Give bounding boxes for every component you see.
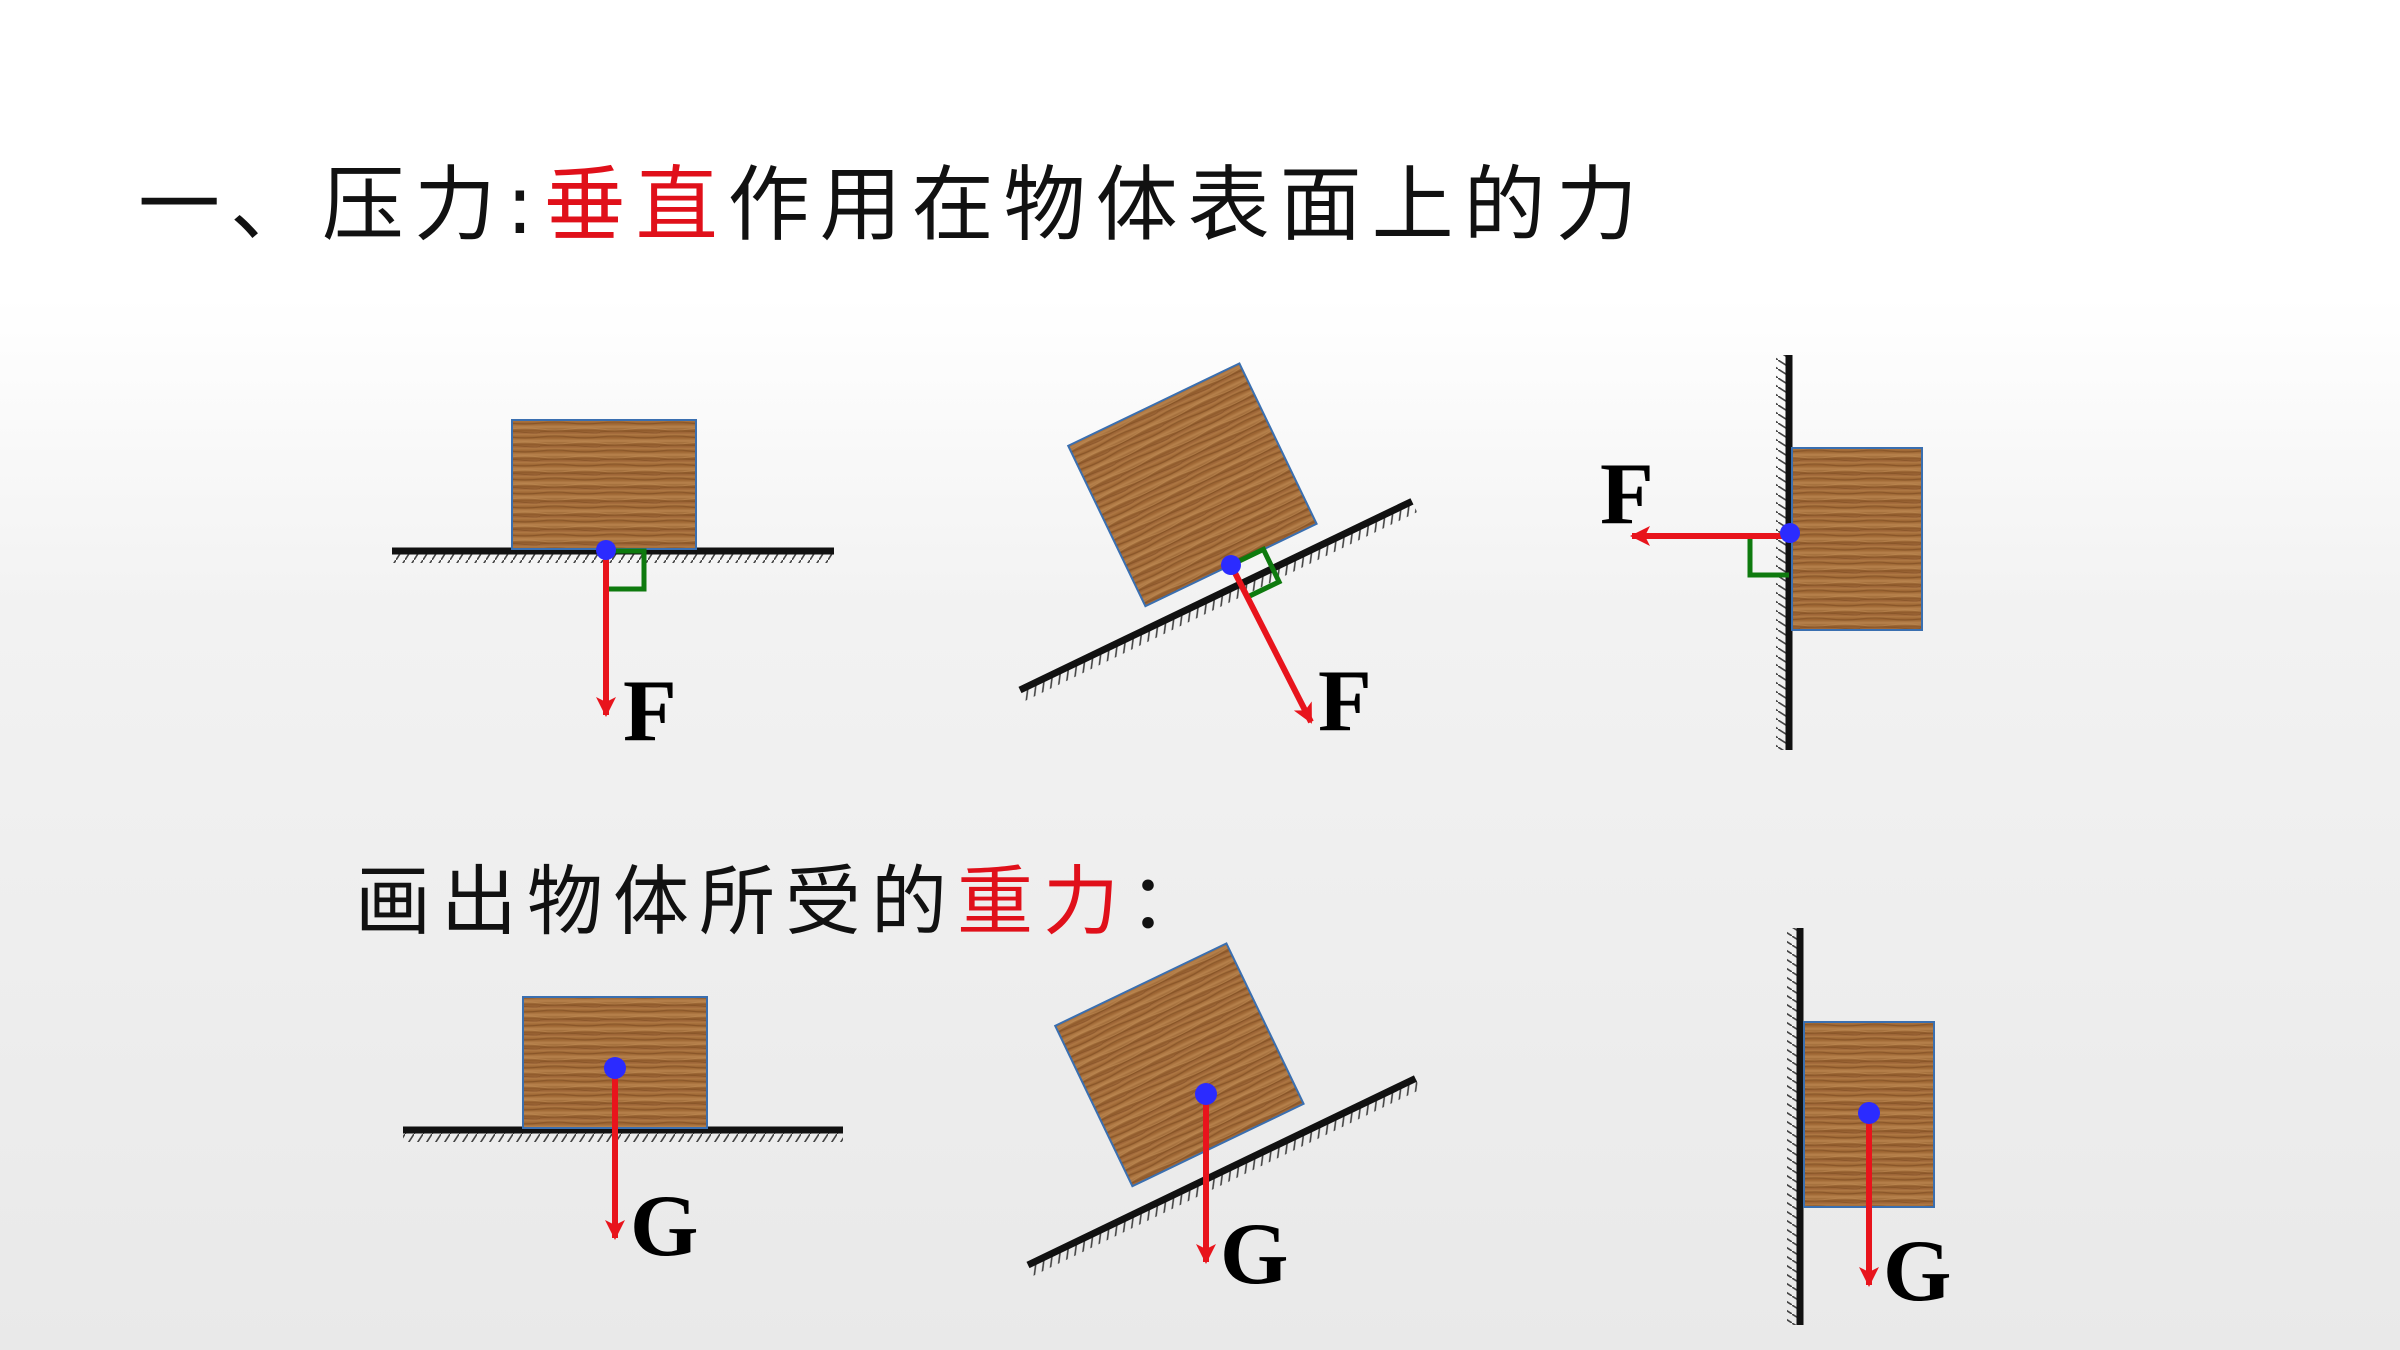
incline-surface [1026,1075,1417,1269]
center-of-gravity [604,1057,626,1079]
gravity-prompt: 画出物体所受的重力： [355,840,1215,950]
contact-point [1221,555,1241,575]
wooden-block [1791,447,1923,631]
contact-point [1780,523,1800,543]
gravity-incline-diagram: G [1026,942,1421,1303]
pressure-wall-diagram: F [1600,355,1923,750]
pressure-label: F [1600,446,1654,543]
gravity-horizontal-diagram: G [403,996,843,1275]
incline-hatch [1028,1078,1421,1276]
gravity-prompt-highlight: 重力 [957,857,1129,946]
page-title: 一、压力:垂直作用在物体表面上的力 [138,138,1648,257]
gravity-label: G [1883,1223,1951,1320]
title-prefix: 一、压力: [138,158,544,253]
pressure-horizontal-diagram: F [392,419,834,760]
center-of-gravity [1858,1102,1880,1124]
incline-hatch [1020,501,1418,701]
gravity-prompt-suffix: ： [1129,857,1215,946]
right-angle-mark [1229,546,1283,600]
gravity-prompt-prefix: 画出物体所受的 [355,857,957,946]
contact-point [596,540,616,560]
pressure-label: F [1318,653,1372,750]
pressure-arrow [1228,563,1314,724]
wooden-block [511,419,697,550]
title-suffix: 作用在物体表面上的力 [727,158,1648,253]
pressure-label: F [623,663,677,760]
gravity-label: G [1220,1206,1288,1303]
center-of-gravity [1195,1083,1217,1105]
incline-surface [1018,498,1414,694]
gravity-label: G [630,1178,698,1275]
gravity-wall-diagram: G [1787,928,1951,1325]
title-highlight: 垂直 [543,158,728,253]
pressure-incline-diagram: F [1018,362,1418,750]
right-angle-mark [606,548,647,592]
wooden-block [1053,942,1305,1188]
